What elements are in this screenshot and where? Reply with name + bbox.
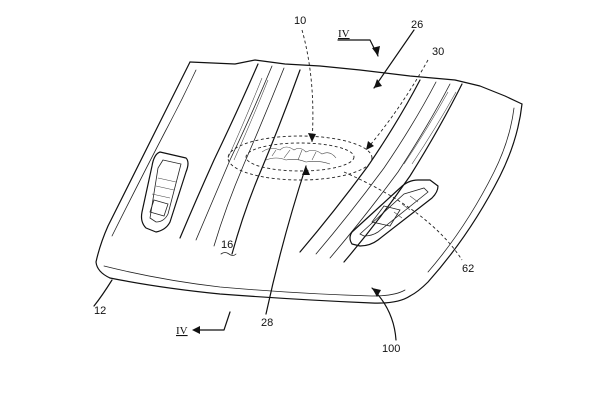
label-16-tilde: [220, 252, 237, 256]
leader-10: [301, 29, 314, 143]
reference-labels: 10 26 30 16 12 28 62 100 IV IV: [94, 15, 474, 355]
label-30: 30: [432, 46, 444, 58]
arrowheads: [302, 79, 382, 297]
right-ridge: [299, 79, 463, 263]
label-12: 12: [94, 305, 106, 317]
arrowhead-100: [372, 288, 381, 297]
leader-lines: [93, 29, 463, 341]
section-label-bottom: IV: [176, 325, 188, 337]
outer-dashed-boundary: [227, 135, 373, 181]
leader-62: [343, 171, 463, 261]
right-vent: [349, 179, 439, 247]
left-ridge: [179, 63, 301, 255]
arrowhead-26: [374, 79, 382, 88]
label-10: 10: [294, 15, 306, 27]
section-indicator-top: [337, 39, 380, 57]
label-16: 16: [221, 239, 233, 251]
hood-body: [95, 59, 523, 304]
emblem-sketch: [261, 146, 337, 165]
leader-26: [373, 29, 415, 89]
label-26: 26: [411, 19, 423, 31]
arrowhead-30: [366, 141, 374, 150]
label-28: 28: [261, 317, 273, 329]
leader-12: [93, 279, 113, 307]
section-label-top: IV: [338, 28, 350, 40]
section-indicator-bottom: [192, 311, 231, 334]
arrowhead-10: [308, 133, 316, 142]
leader-30: [365, 59, 429, 151]
arrowhead-28: [302, 166, 310, 175]
inner-dashed-boundary: [245, 142, 355, 172]
central-region: [227, 135, 373, 181]
leader-28: [265, 165, 307, 315]
label-100: 100: [382, 343, 400, 355]
label-62: 62: [462, 263, 474, 275]
left-vent: [140, 151, 189, 233]
